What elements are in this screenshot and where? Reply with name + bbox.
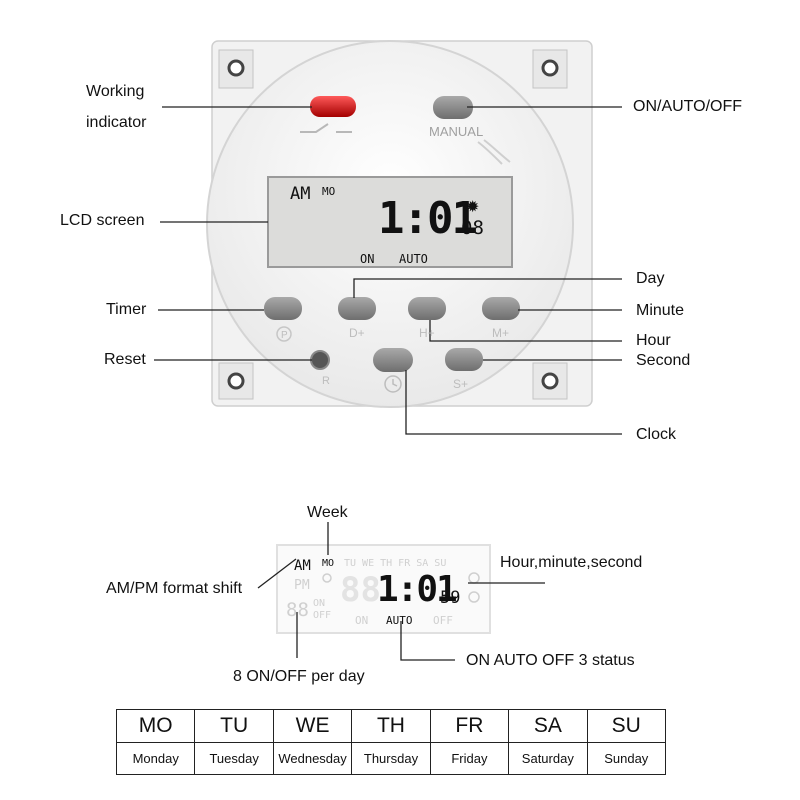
lcd-detail-time: 1:01 — [377, 569, 458, 610]
lcd-status-auto: AUTO — [399, 252, 428, 266]
day-button-label: D+ — [349, 326, 365, 340]
day-full-cell: Wednesday — [272, 742, 353, 775]
callout-lcd-screen: LCD screen — [60, 212, 145, 229]
day-full-cell: Tuesday — [194, 742, 274, 775]
lcd-detail-leader-lines — [257, 522, 545, 661]
lcd-screen — [267, 176, 513, 268]
timer-button-label: P — [281, 330, 288, 341]
callout-timer: Timer — [106, 301, 147, 318]
hour-button-label: H+ — [419, 326, 435, 340]
lcd-detail-days-faint: TU WE TH FR SA SU — [344, 558, 447, 569]
day-abbr-cell: WE — [272, 709, 353, 743]
day-abbr-cell: FR — [429, 709, 510, 743]
days-table: MO TU WE TH FR SA SU Monday Tuesday Wedn… — [115, 709, 667, 775]
second-button-label: S+ — [453, 377, 469, 391]
callout-second: Second — [636, 352, 691, 369]
lcd-detail-icon-2 — [468, 591, 480, 603]
manual-button — [433, 96, 473, 119]
day-abbr-cell: TU — [194, 709, 274, 743]
lcd-detail-on-label: ON — [313, 598, 326, 609]
clock-icon — [384, 375, 402, 393]
callout-ampm: AM/PM format shift — [106, 580, 243, 597]
callout-day: Day — [636, 270, 665, 287]
lcd-detail-icon-3 — [322, 573, 332, 583]
lcd-time: 1:01 — [378, 193, 478, 244]
callout-hour: Hour — [636, 332, 671, 349]
callout-minute: Minute — [636, 302, 685, 319]
timer-p-icon — [276, 326, 292, 342]
mount-hole-tl — [227, 59, 245, 77]
working-led — [310, 96, 356, 117]
day-abbr-cell: MO — [115, 709, 196, 743]
lcd-detail-am: AM — [294, 558, 311, 574]
callout-clock: Clock — [636, 426, 677, 443]
lcd-detail-status-off: OFF — [433, 614, 453, 627]
lcd-status-on: ON — [360, 252, 375, 266]
switch-symbol — [300, 123, 352, 133]
day-abbr-cell: SA — [508, 709, 588, 743]
lcd-detail-ghost-program: 88 — [286, 599, 309, 621]
second-button — [445, 348, 483, 371]
callout-on-off-per-day: 8 ON/OFF per day — [233, 668, 365, 685]
hour-button — [408, 297, 446, 320]
day-full-cell: Monday — [115, 742, 196, 775]
lcd-sun-icon: ✹ — [466, 199, 480, 216]
lcd-detail-pm: PM — [294, 578, 310, 593]
day-button — [338, 297, 376, 320]
days-full-row: Monday Tuesday Wednesday Thursday Friday… — [115, 742, 667, 775]
callout-on-auto-off: ON/AUTO/OFF — [633, 98, 743, 115]
day-full-cell: Thursday — [351, 742, 431, 775]
lcd-detail-status-auto: AUTO — [386, 614, 413, 627]
hand-icon — [477, 139, 511, 165]
leader-lines — [154, 106, 622, 435]
lcd-detail-seconds: 59 — [440, 588, 461, 608]
lcd-detail-day-active: MO — [322, 558, 335, 569]
minute-button-label: M+ — [492, 326, 510, 340]
lcd-day: MO — [322, 185, 336, 198]
callout-working-2: indicator — [86, 114, 147, 131]
day-abbr-cell: TH — [351, 709, 431, 743]
callout-status: ON AUTO OFF 3 status — [466, 652, 635, 669]
days-abbr-row: MO TU WE TH FR SA SU — [115, 709, 667, 743]
day-full-cell: Sunday — [586, 742, 667, 775]
callout-reset: Reset — [104, 351, 146, 368]
lcd-detail-frame — [276, 544, 491, 634]
clock-button — [373, 348, 413, 372]
day-full-cell: Saturday — [508, 742, 588, 775]
mount-hole-bl — [227, 372, 245, 390]
manual-label: MANUAL — [429, 124, 484, 139]
day-full-cell: Friday — [429, 742, 510, 775]
lcd-detail-status-on: ON — [355, 614, 369, 627]
callout-week: Week — [307, 504, 348, 521]
callout-hms: Hour,minute,second — [500, 554, 643, 571]
timer-button — [264, 297, 302, 320]
lcd-seconds: 08 — [461, 217, 484, 239]
lcd-detail-ghost-digits: 88 — [340, 570, 381, 610]
lcd-ampm: AM — [290, 184, 311, 204]
minute-button — [482, 297, 520, 320]
lcd-detail-off-label: OFF — [313, 610, 332, 621]
mount-hole-tr — [541, 59, 559, 77]
reset-button-label: R — [322, 375, 330, 387]
mount-hole-br — [541, 372, 559, 390]
callout-working-1: Working — [86, 83, 145, 100]
day-abbr-cell: SU — [586, 709, 667, 743]
